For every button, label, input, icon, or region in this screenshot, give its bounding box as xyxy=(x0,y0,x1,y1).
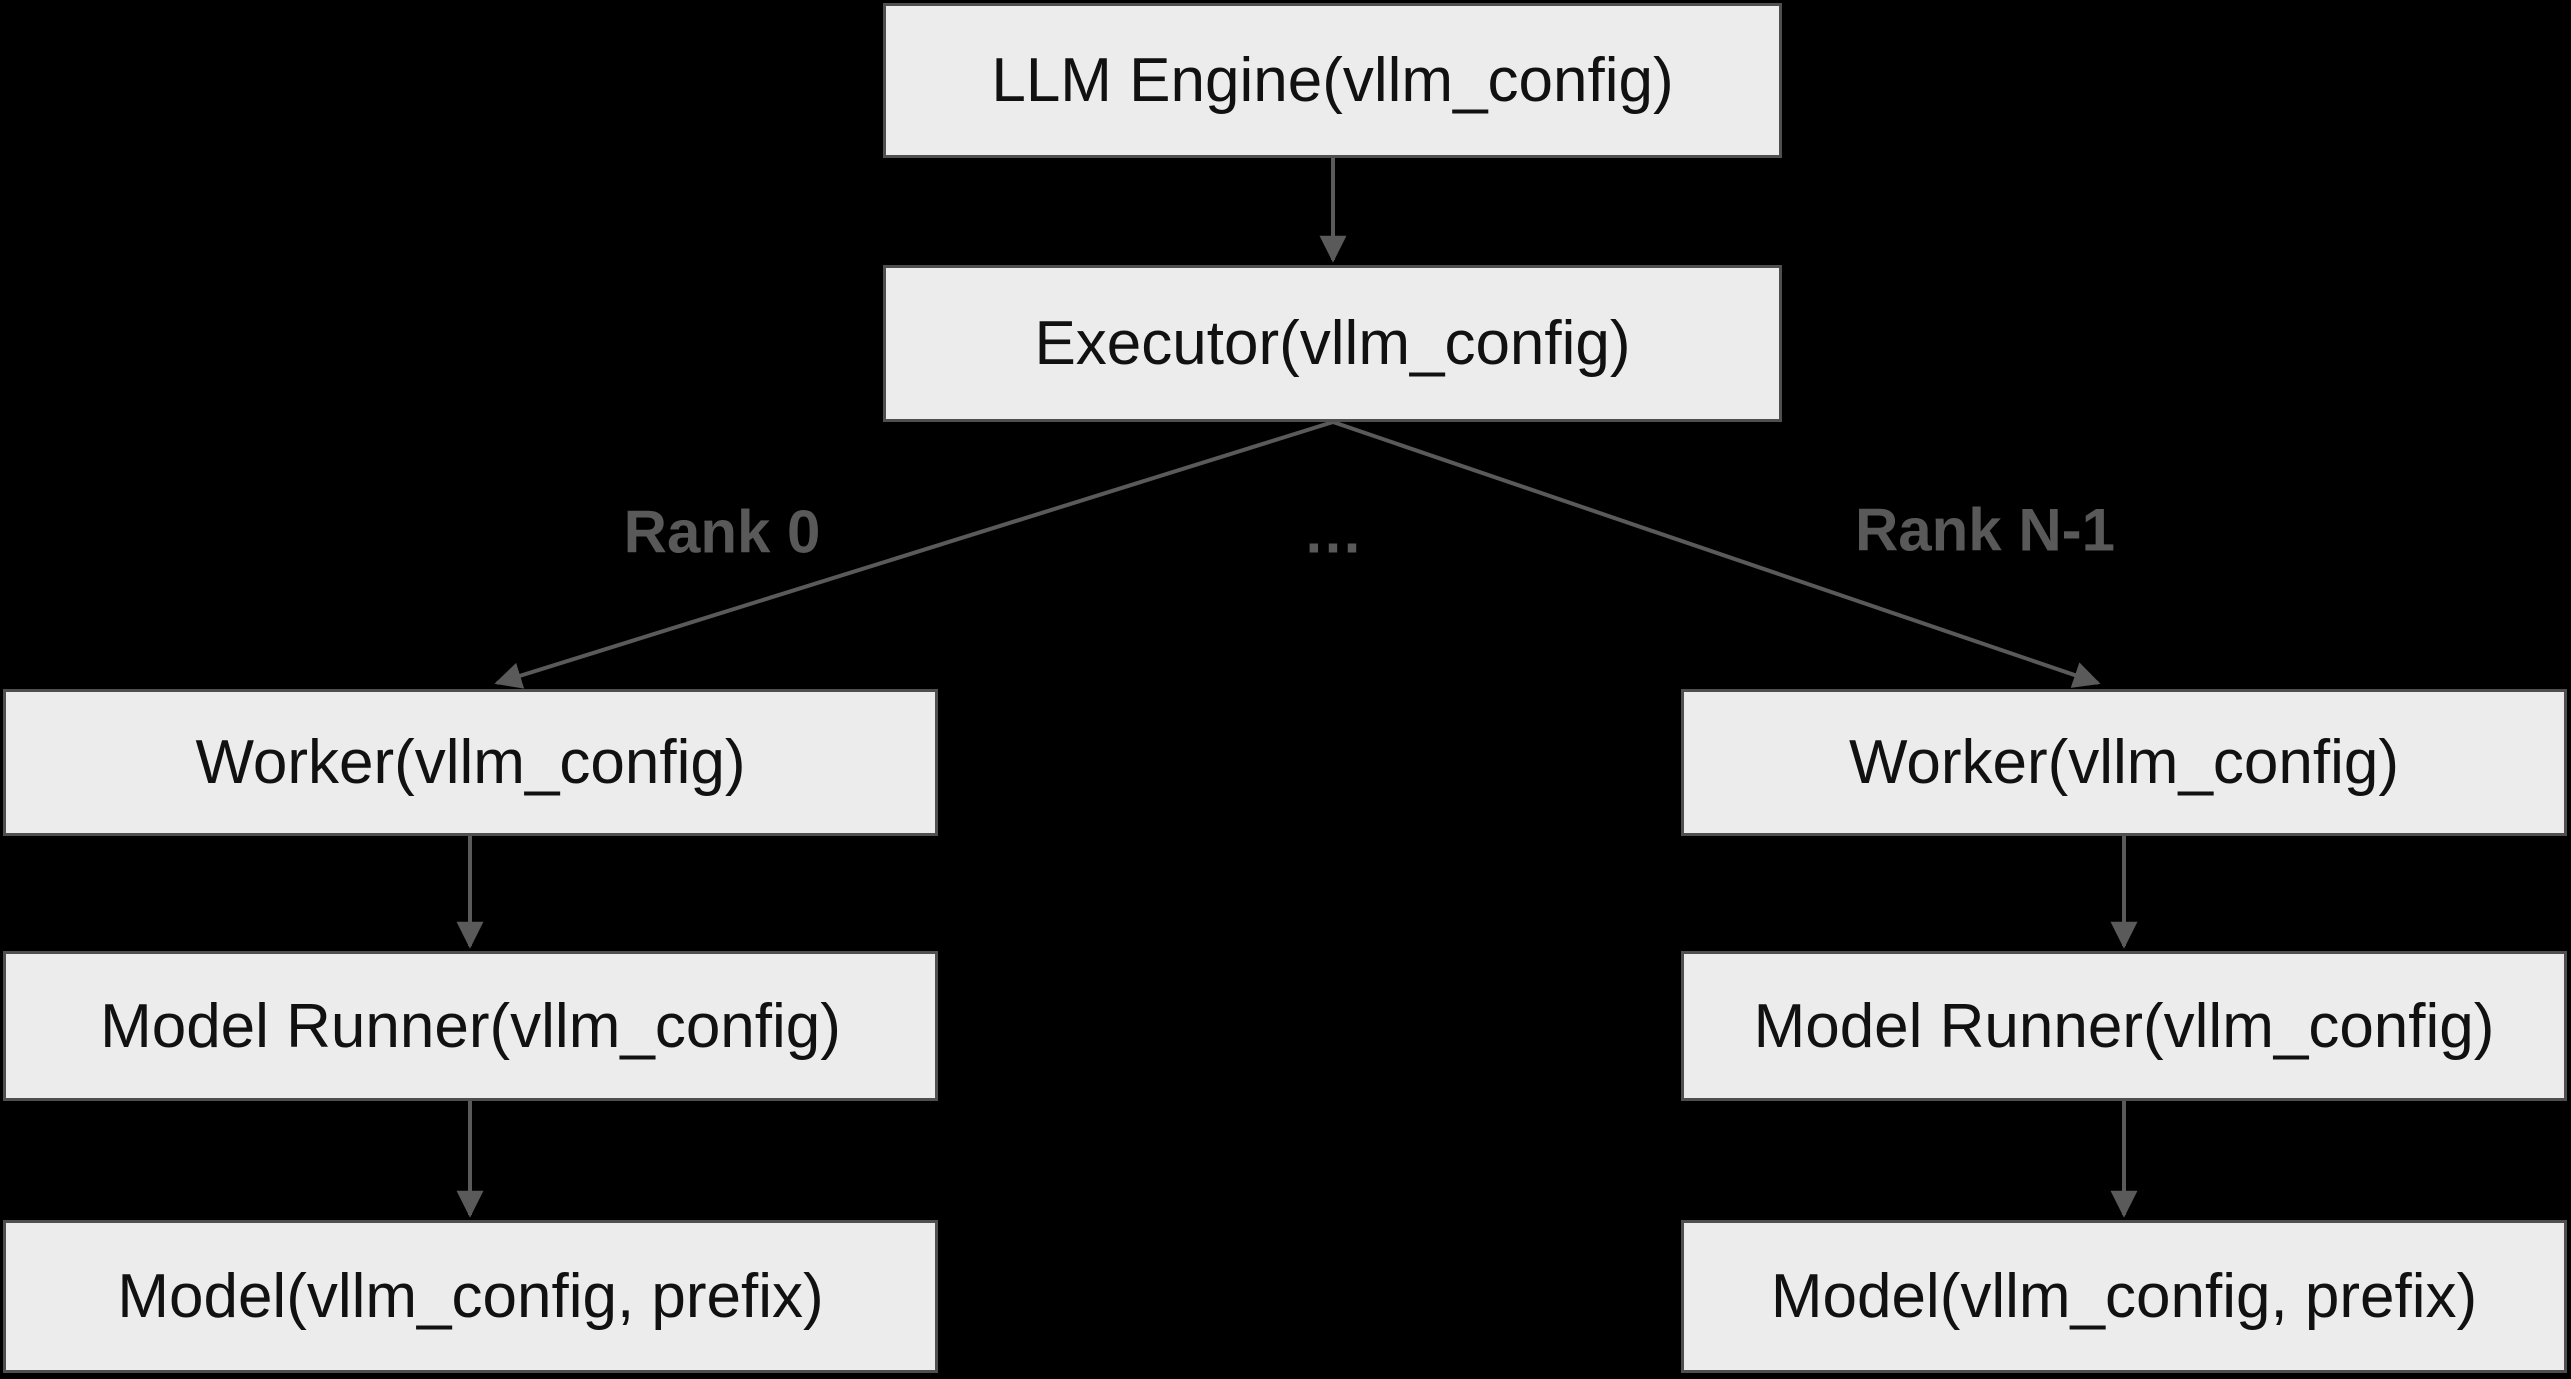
node-model-runner-rankn: Model Runner(vllm_config) xyxy=(1681,951,2567,1101)
edge-executor-to-worker-right xyxy=(1332,420,2101,688)
edge-label-rank-0: Rank 0 xyxy=(623,498,821,566)
node-llm-engine-label: LLM Engine(vllm_config) xyxy=(991,46,1674,115)
node-model-rank0: Model(vllm_config, prefix) xyxy=(3,1220,938,1373)
node-executor: Executor(vllm_config) xyxy=(883,265,1782,422)
node-model-rankn: Model(vllm_config, prefix) xyxy=(1681,1220,2567,1373)
node-model-rank0-label: Model(vllm_config, prefix) xyxy=(117,1262,824,1331)
edge-label-ellipsis: … xyxy=(1303,498,1363,566)
node-worker-rank0-label: Worker(vllm_config) xyxy=(195,728,746,797)
node-model-runner-rankn-label: Model Runner(vllm_config) xyxy=(1753,991,2495,1061)
node-executor-label: Executor(vllm_config) xyxy=(1034,309,1631,378)
node-model-runner-rank0: Model Runner(vllm_config) xyxy=(3,951,938,1101)
node-model-runner-rank0-label: Model Runner(vllm_config) xyxy=(100,991,841,1061)
node-worker-rankn: Worker(vllm_config) xyxy=(1681,689,2567,836)
node-llm-engine: LLM Engine(vllm_config) xyxy=(883,3,1782,158)
node-worker-rank0: Worker(vllm_config) xyxy=(3,689,938,836)
edge-executor-to-worker-left xyxy=(494,420,1334,689)
edge-label-rank-n-1: Rank N-1 xyxy=(1854,496,2116,564)
node-worker-rankn-label: Worker(vllm_config) xyxy=(1848,728,2400,797)
node-model-rankn-label: Model(vllm_config, prefix) xyxy=(1770,1262,2478,1331)
